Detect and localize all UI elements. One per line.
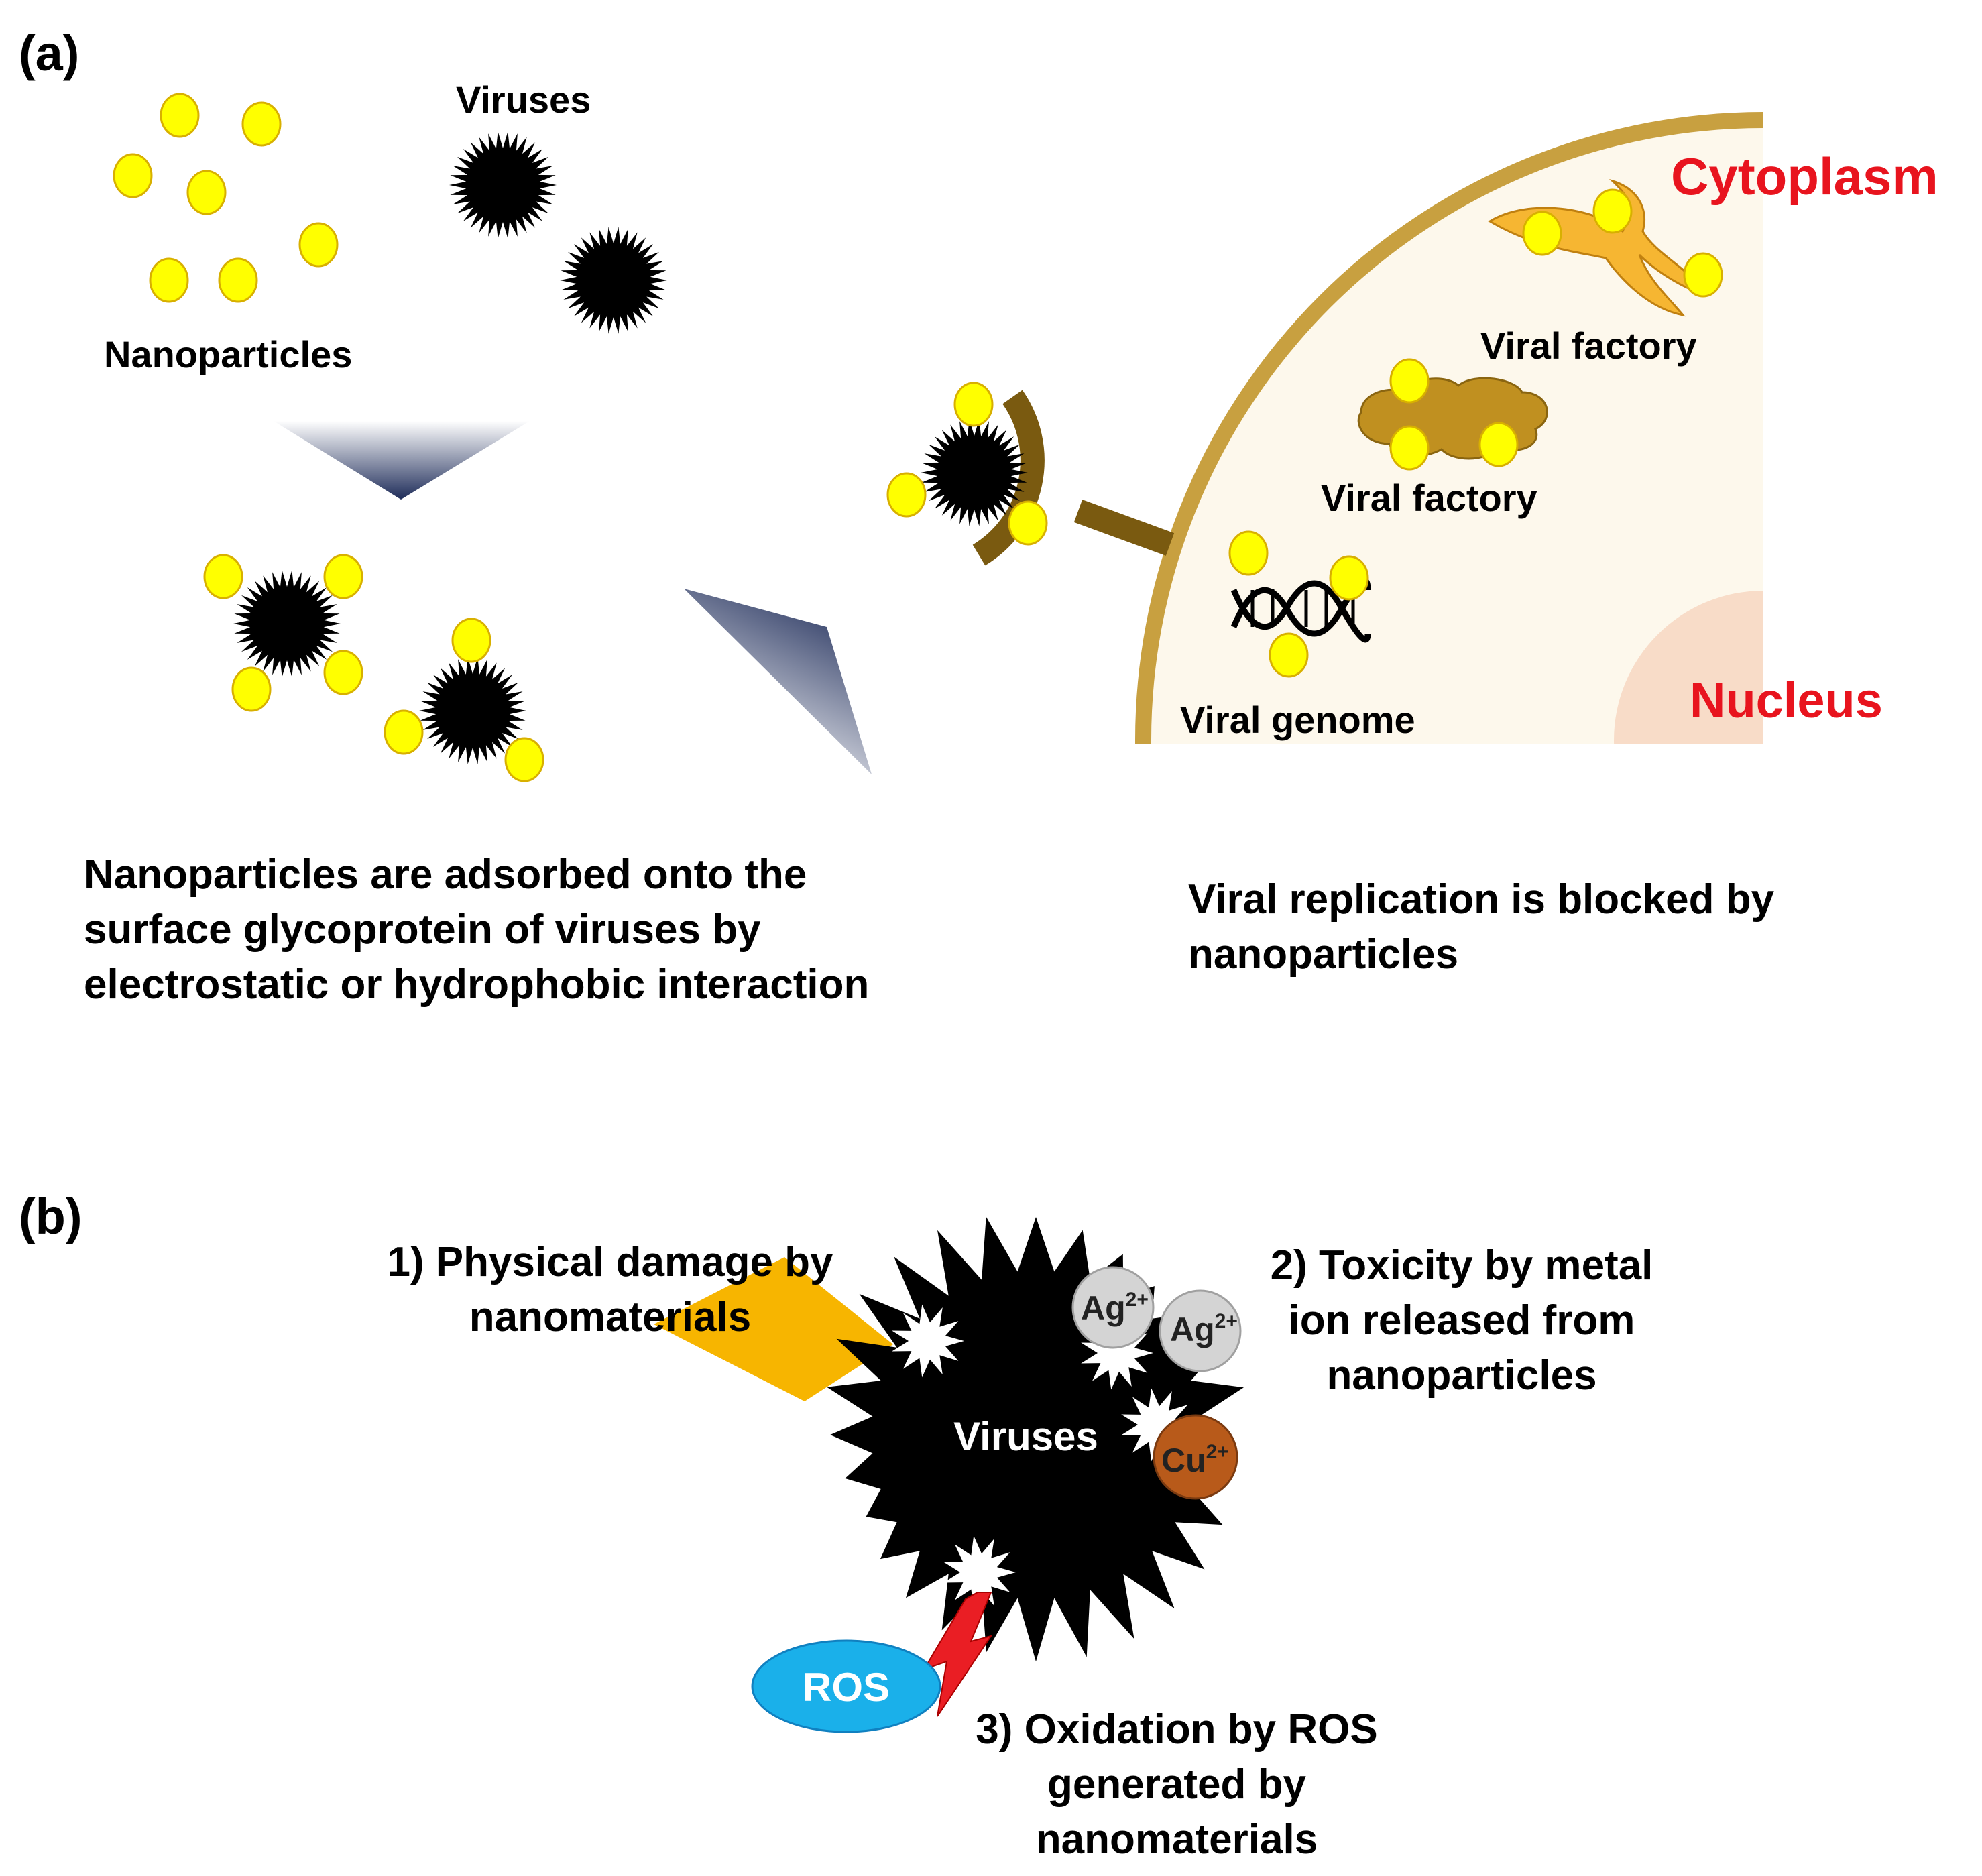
nanoparticle: [1389, 425, 1430, 471]
receptor-bound-virus: [886, 382, 1175, 566]
nanoparticle: [1592, 188, 1633, 234]
nanoparticle: [1329, 555, 1369, 601]
mechanism-2-line: nanoparticles: [1326, 1352, 1596, 1399]
ag-ion: [1159, 1289, 1242, 1372]
nanomaterial-sheet: [654, 1257, 893, 1401]
ion-ag-2: Ag2+: [1159, 1289, 1242, 1372]
virus: [449, 131, 557, 239]
virus-nanoparticle-complex: [384, 618, 544, 782]
nanoparticle: [504, 737, 544, 782]
nanoparticle: [323, 554, 363, 599]
ion-cu: Cu2+: [1153, 1414, 1238, 1500]
mechanism-2-line: ion released from: [1289, 1297, 1635, 1344]
receptor-stalk: [1073, 500, 1175, 556]
dna-strand: [1230, 580, 1371, 643]
viral-genome-label: Viral genome: [1180, 699, 1415, 741]
lightning-bolt: [922, 1592, 993, 1717]
cu-ion: [1153, 1414, 1238, 1500]
nanoparticle: [113, 153, 153, 198]
ag-ion-label: Ag2+: [1170, 1310, 1238, 1348]
damage-burst: [1121, 1388, 1193, 1462]
viral-genome: [1228, 530, 1371, 678]
mechanism-2-line: 2) Toxicity by metal: [1271, 1242, 1653, 1289]
nanoparticle: [218, 257, 258, 303]
caption-left-line: electrostatic or hydrophobic interaction: [84, 961, 869, 1008]
mechanism-3-line: nanomaterials: [1036, 1816, 1318, 1863]
nanoparticle: [953, 382, 994, 427]
nanoparticle: [1683, 252, 1723, 298]
mechanism-2-label: 2) Toxicity by metal ion released from n…: [1271, 1242, 1653, 1399]
process-arrow-right: [684, 589, 872, 774]
nanoparticle: [1389, 358, 1430, 404]
nanoparticle: [1008, 500, 1048, 546]
mechanism-1-label: 1) Physical damage by nanomaterials: [387, 1239, 833, 1340]
nanoparticle: [1269, 632, 1309, 678]
damage-burst: [892, 1304, 964, 1378]
nanoparticle: [149, 257, 189, 303]
nanoparticle: [186, 170, 227, 215]
caption-right: Viral replication is blocked by nanopart…: [1188, 876, 1775, 978]
caption-left-line: surface glycoprotein of viruses by: [84, 906, 761, 953]
free-nanoparticles: [113, 93, 339, 303]
virus: [233, 570, 341, 677]
ros-ellipse: [751, 1639, 941, 1733]
nanoparticle: [1228, 530, 1269, 576]
caption-right-line: Viral replication is blocked by: [1188, 876, 1775, 923]
damage-bursts: [892, 1304, 1193, 1609]
nanoparticle: [1522, 211, 1562, 256]
nanoparticle: [384, 709, 424, 755]
nanoparticle: [323, 650, 363, 695]
free-viruses: [449, 131, 667, 334]
ion-ag-1: Ag2+: [1071, 1266, 1155, 1349]
virus-nanoparticle-complex: [203, 554, 363, 712]
nanoparticle: [886, 472, 927, 518]
ag-ion: [1071, 1266, 1155, 1349]
caption-left-line: Nanoparticles are adsorbed onto the: [84, 852, 807, 898]
mechanism-3-line: 3) Oxidation by ROS: [976, 1706, 1377, 1753]
ag-ion-label: Ag2+: [1081, 1289, 1149, 1327]
caption-left: Nanoparticles are adsorbed onto the surf…: [84, 852, 869, 1008]
virus: [921, 419, 1028, 526]
nucleus: [1614, 591, 1763, 744]
nanoparticle: [241, 101, 282, 147]
process-arrow-down: [274, 421, 530, 500]
mechanism-1-line: nanomaterials: [469, 1294, 751, 1340]
nanoparticle: [298, 222, 339, 268]
caption-right-line: nanoparticles: [1188, 931, 1458, 978]
mechanism-3-label: 3) Oxidation by ROS generated by nanomat…: [976, 1706, 1377, 1863]
nanoparticle: [160, 93, 200, 138]
nucleus-label: Nucleus: [1690, 672, 1883, 728]
cu-ion-label: Cu2+: [1161, 1441, 1229, 1479]
damage-burst: [943, 1535, 1016, 1609]
nanoparticles-label: Nanoparticles: [104, 333, 352, 375]
nanoparticle: [231, 666, 272, 712]
nanoparticle: [451, 618, 491, 663]
virus: [560, 227, 667, 334]
ros-particle: ROS: [751, 1639, 941, 1733]
viral-factory-top: [1488, 178, 1723, 317]
virus-center-label: Viruses: [953, 1414, 1098, 1459]
ros-label: ROS: [803, 1665, 890, 1710]
nanoparticle: [203, 554, 243, 599]
panel-b-label: (b): [19, 1189, 82, 1244]
receptor-cup: [972, 390, 1045, 566]
virus: [419, 657, 526, 764]
viral-factory-label-middle: Viral factory: [1321, 477, 1537, 519]
nanoparticle: [1478, 422, 1519, 467]
viral-factory-label-top: Viral factory: [1480, 325, 1697, 367]
cytoplasm-label: Cytoplasm: [1671, 147, 1938, 206]
mechanism-3-line: generated by: [1047, 1761, 1306, 1808]
mechanism-1-line: 1) Physical damage by: [387, 1239, 833, 1285]
viruses-label: Viruses: [456, 78, 591, 121]
viral-factory-middle: [1357, 358, 1548, 471]
panel-a-label: (a): [19, 25, 79, 81]
